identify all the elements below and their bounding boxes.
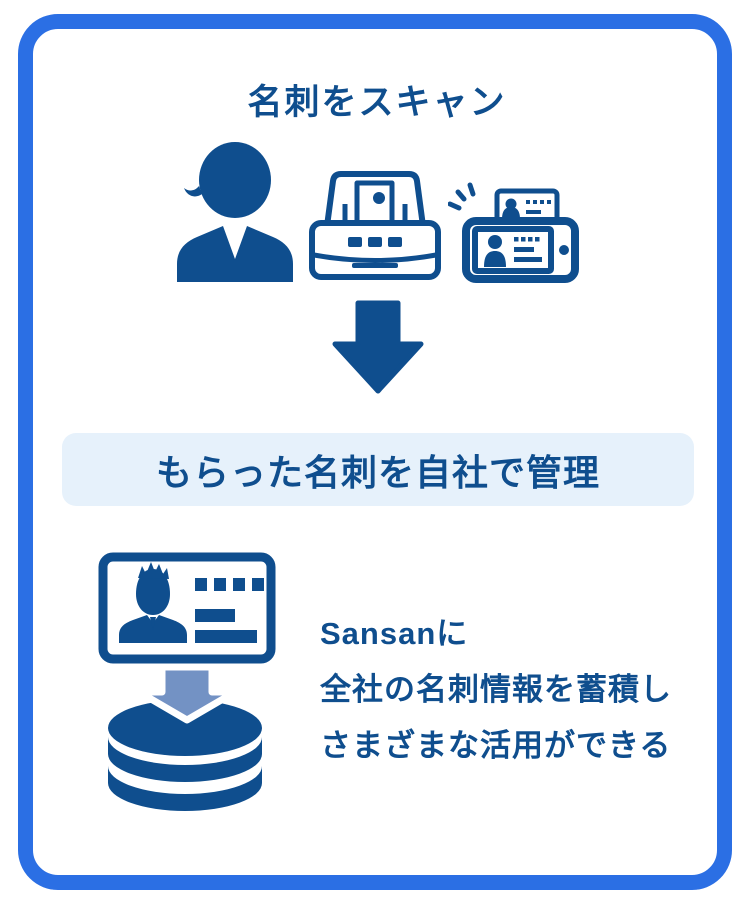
caption-line-3: さまざまな活用ができる bbox=[320, 728, 672, 763]
business-card-icon bbox=[98, 552, 276, 664]
import-arrow-icon bbox=[135, 664, 239, 724]
caption-line-2: 全社の名刺情報を蓄積し bbox=[320, 672, 672, 707]
down-arrow-icon bbox=[332, 300, 424, 394]
step2-band: もらった名刺を自社で管理 bbox=[62, 433, 694, 506]
caption-line-1: Sansanに bbox=[320, 616, 469, 651]
scanner-icon bbox=[309, 171, 441, 280]
step1-title: 名刺をスキャン bbox=[247, 83, 507, 122]
step2-label: もらった名刺を自社で管理 bbox=[155, 451, 600, 493]
person-icon bbox=[177, 142, 293, 282]
step3-caption: Sansanに 全社の名刺情報を蓄積し さまざまな活用ができる bbox=[320, 606, 672, 774]
database-icon bbox=[108, 700, 262, 811]
smartphone-scan-icon bbox=[448, 182, 579, 283]
